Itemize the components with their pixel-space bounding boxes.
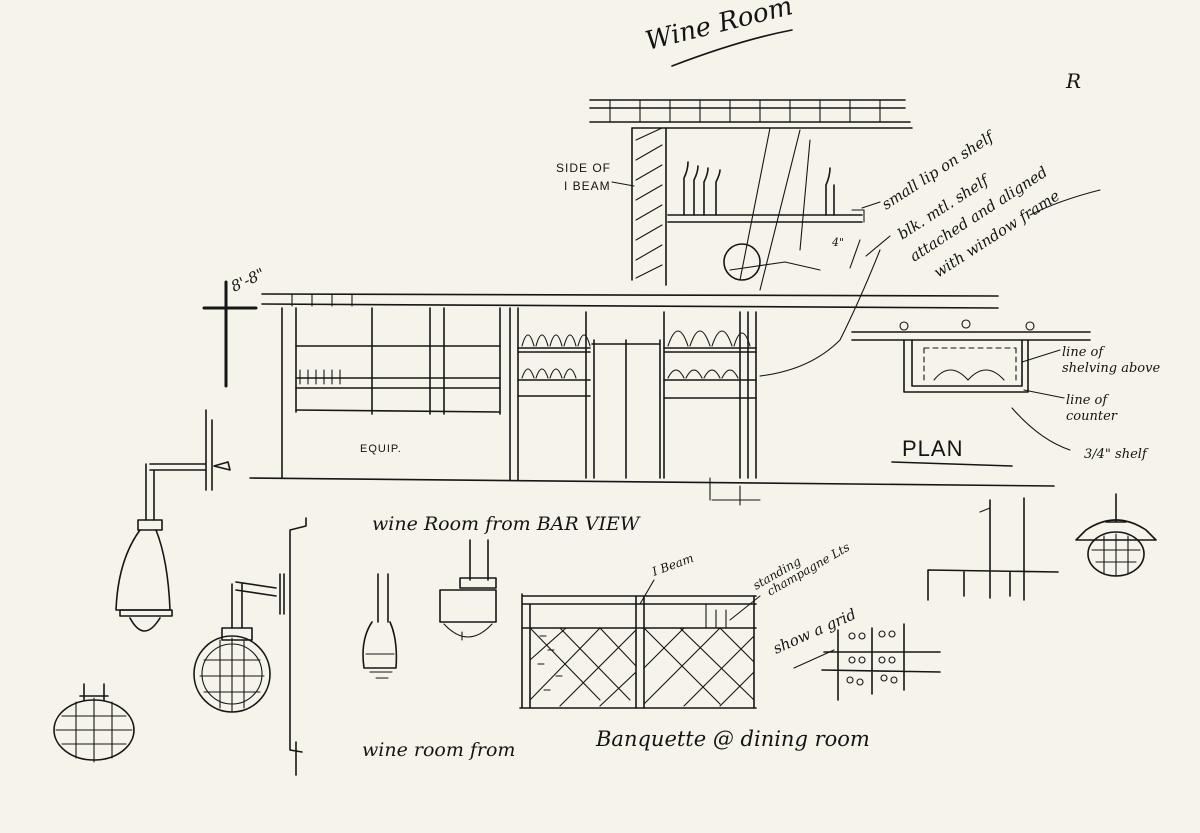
note-line-shelving-2: shelving above — [1062, 361, 1160, 376]
note-line-shelving-1: line of — [1062, 345, 1105, 360]
note-line-counter-2: counter — [1066, 409, 1118, 424]
grid-detail — [821, 623, 941, 701]
banquette-elevation — [519, 593, 757, 709]
lamp-sketch-2 — [193, 573, 285, 713]
lamp-sketch-3 — [53, 683, 135, 763]
dim-4: 4" — [831, 236, 844, 249]
label-equip: EQUIP. — [360, 443, 402, 455]
leader-champagne — [729, 595, 761, 621]
section-detail — [589, 99, 913, 291]
height-dimension — [202, 280, 258, 388]
lamp-sketch-4 — [362, 573, 398, 679]
lamp-sketch-5 — [439, 539, 497, 641]
caption-bar-view: wine Room from BAR VIEW — [372, 513, 641, 535]
leader-notes — [759, 189, 1101, 377]
pipe-post — [289, 517, 307, 776]
label-ibeam: I BEAM — [564, 179, 611, 193]
leader-i-beam — [639, 579, 655, 605]
title-text: Wine Room — [642, 0, 795, 57]
corner-mark: R — [1065, 69, 1081, 93]
plan-detail — [851, 319, 1091, 451]
caption-wine-room: wine room from — [362, 739, 515, 761]
plan-underline — [891, 461, 1013, 467]
caption-banquette: Banquette @ dining room — [595, 727, 870, 751]
label-side-of: SIDE OF — [556, 161, 611, 175]
label-plan: PLAN — [902, 436, 963, 461]
note-show-grid: show a grid — [770, 605, 859, 658]
title-underline — [671, 29, 793, 67]
lamp-sketch-1 — [115, 409, 231, 632]
leader-show-grid — [793, 649, 835, 669]
note-line-counter-1: line of — [1066, 393, 1109, 408]
leader-ibeam — [611, 181, 635, 187]
label-i-beam: I Beam — [649, 551, 695, 579]
lamp-sketch-6 — [1075, 493, 1157, 577]
note-shelf: 3/4" shelf — [1084, 447, 1149, 462]
elevation-bar-view — [249, 293, 1055, 506]
dim-height: 8'-8" — [228, 264, 267, 295]
pendant-rail — [927, 497, 1059, 601]
